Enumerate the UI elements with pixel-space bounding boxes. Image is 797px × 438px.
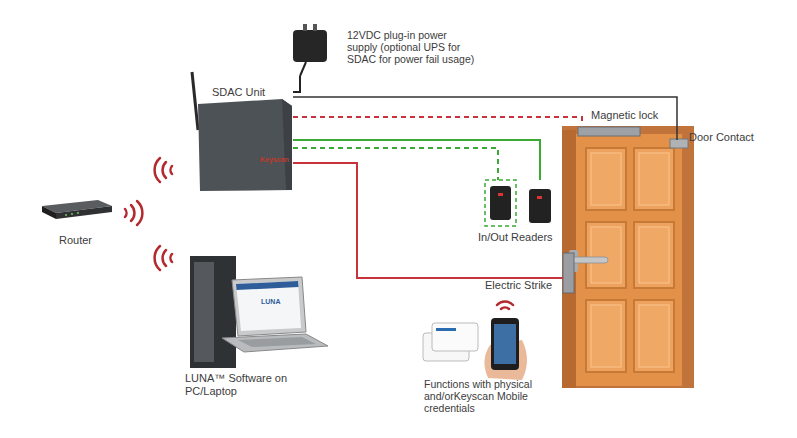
door-handle (572, 257, 608, 263)
screen-bar (236, 281, 299, 290)
power-cord (300, 62, 306, 76)
wire (293, 76, 300, 92)
door (562, 126, 694, 388)
device-label: LUNA™ Software on PC/Laptop (185, 372, 297, 398)
door-panel (586, 222, 626, 288)
wire (293, 163, 563, 278)
wire (293, 117, 582, 124)
device-node: LUNA™ Software on PC/Laptop LUNA (183, 248, 328, 398)
device-label: Functions with physical and/orKeyscan Mo… (424, 378, 548, 414)
device-label: Keyscan (260, 156, 289, 164)
pc-tower (190, 256, 236, 368)
phone-screen (494, 324, 516, 364)
power-adapter (293, 30, 327, 62)
adapter-prong (313, 24, 317, 31)
card-reader (490, 186, 511, 220)
panel-inset (591, 227, 621, 283)
signal-arc (155, 246, 160, 270)
router-side (56, 206, 112, 219)
electric-strike (563, 253, 574, 293)
laptop-keyboard (238, 337, 316, 347)
device-node: Door Contact (669, 140, 689, 150)
wire (293, 140, 540, 180)
device-label: Magnetic lock (591, 109, 658, 122)
access-card (432, 323, 478, 351)
device-label: SDAC Unit (212, 86, 265, 99)
router-led (71, 213, 73, 215)
signal-arc (170, 166, 172, 174)
door-edge (562, 130, 576, 388)
wireless-signal (125, 158, 513, 309)
laptop-base (222, 334, 328, 352)
signal-arc (137, 201, 142, 225)
wire (293, 148, 498, 180)
device-label: Router (59, 234, 92, 247)
panel-inset (591, 153, 621, 205)
device-node: Functions with physical and/orKeyscan Mo… (418, 300, 543, 412)
signal-arc (163, 162, 166, 178)
smartphone (491, 318, 519, 370)
device-label: LUNA (261, 298, 280, 306)
signal-arc (170, 254, 172, 262)
door-panel (586, 300, 626, 372)
panel-inset (639, 305, 669, 367)
tower-bezel (194, 262, 214, 362)
signal-arc (497, 302, 513, 305)
controller-cabinet (198, 99, 292, 191)
door-contact (670, 139, 688, 148)
signal-arc (501, 307, 509, 309)
signal-arc (125, 209, 127, 217)
signal-arc (163, 250, 166, 266)
door-panel (586, 148, 626, 210)
device-node: Electric Strike (563, 252, 575, 294)
device-node: SDAC UnitKeyscan (190, 84, 293, 192)
reader-bracket (485, 180, 516, 226)
wire (293, 97, 677, 140)
door-panel (634, 222, 674, 288)
reader-led (537, 196, 542, 199)
device-label: In/Out Readers (478, 231, 553, 244)
device-node: In/Out Readers (484, 180, 556, 246)
router-led (65, 214, 67, 216)
magnetic-lock (578, 127, 640, 136)
reader-led (498, 193, 503, 196)
device-label: Electric Strike (485, 279, 552, 292)
panel-inset (591, 305, 621, 367)
panel-inset (639, 227, 669, 283)
device-node: Magnetic lock (575, 124, 643, 140)
device-node: Router (36, 198, 116, 248)
door-frame (562, 126, 694, 388)
panel-inset (639, 153, 669, 205)
card-stripe (436, 328, 456, 331)
door-panel (634, 300, 674, 372)
screen-display (236, 281, 301, 331)
door-panel (634, 148, 674, 210)
router-front (42, 206, 56, 219)
antenna (192, 72, 198, 130)
cabinet-side (282, 99, 292, 190)
signal-arc (155, 158, 160, 182)
device-label: Door Contact (689, 131, 754, 144)
card-reader (529, 189, 551, 223)
signal-arc (131, 205, 134, 221)
adapter-prong (303, 24, 307, 31)
laptop-screen (232, 277, 306, 336)
device-node: 12VDC plug-in power supply (optional UPS… (285, 26, 485, 76)
router-led (77, 212, 79, 214)
device-label: 12VDC plug-in power supply (optional UPS… (347, 29, 479, 65)
